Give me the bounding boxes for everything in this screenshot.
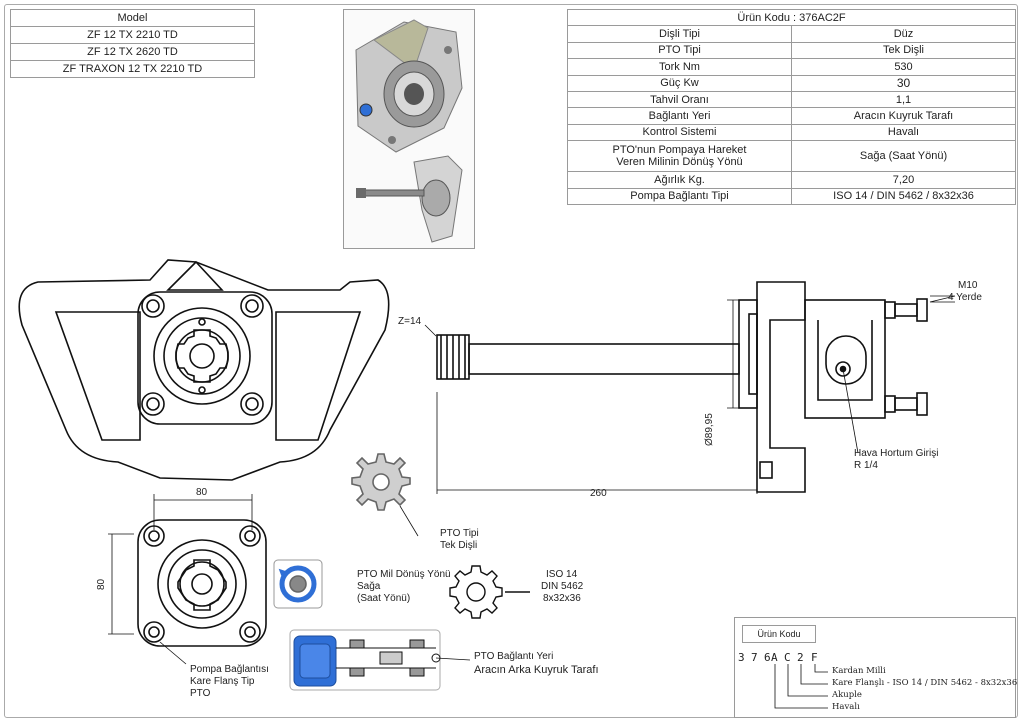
pto-side-view [436,281,928,493]
rotation-value: Sağa [357,581,381,592]
code-meaning-label: Akuple [832,690,862,700]
teeth-count-label: Z=14 [398,316,422,327]
sheet-border [4,4,1018,718]
product-code-header: Ürün Kodu [742,625,816,643]
rotation-direction-icon [273,559,323,609]
length-label: 260 [590,488,607,499]
code-char: 3 [738,651,745,664]
code-char: C [784,651,791,664]
code-char: F [811,651,818,664]
connection-place-value: Aracın Arka Kuyruk Tarafı [474,664,599,676]
spline-size-label: 8x32x36 [543,593,581,604]
air-inlet-label: Hava Hortum Girişi [854,448,939,459]
connection-place-label: PTO Bağlantı Yeri [474,651,554,662]
code-char: 7 [751,651,758,664]
air-inlet-size-label: R 1/4 [854,460,878,471]
pto-flange-view [137,519,267,647]
product-photo [343,9,475,249]
pump-connection-label: Pompa Bağlantısı [190,664,269,675]
bolt-count-label: 4 Yerde [948,292,982,303]
spec-value: Havalı [791,123,1016,142]
pto-shaft-image [356,155,463,243]
spec-label: Kontrol Sistemi [567,123,792,142]
code-meaning-label: Kardan Milli [832,666,886,676]
bolt-size-label: M10 [958,280,978,291]
truck-top-view-icon [289,629,471,691]
spec-label: PTO'nun Pompaya Hareket Veren Milinin Dö… [567,140,792,173]
spline-gear-icon [449,565,530,619]
pto-type-label: PTO Tipi [440,528,479,539]
flange-width-label: 80 [196,487,208,498]
iso-label: ISO 14 [546,569,578,580]
code-char: A [771,651,778,664]
single-gear-icon [351,453,411,511]
code-meaning-label: Havalı [832,702,860,712]
pump-pto-label: PTO [190,688,211,699]
rotation-label: PTO Mil Dönüş Yönü [357,569,451,580]
code-legend-lines [774,664,828,709]
pto-housing-image [355,19,463,153]
dimension-lines [108,295,956,665]
spec-value: ISO 14 / DIN 5462 / 8x32x36 [791,187,1016,205]
model-table: Model ZF 12 TX 2210 TD ZF 12 TX 2620 TD … [10,9,255,78]
spec-label: Pompa Bağlantı Tipi [567,187,792,205]
din-label: DIN 5462 [541,581,584,592]
code-char: 2 [797,651,804,664]
code-meaning-label: Kare Flanşlı - ISO 14 / DIN 5462 - 8x32x… [832,678,1018,688]
pump-flange-label: Kare Flanş Tip [190,676,255,687]
flange-height-label: 80 [96,578,107,590]
spec-label: Ağırlık Kg. [567,171,792,189]
diameter-label: Ø89,95 [704,413,715,446]
spec-value: 7,20 [791,171,1016,189]
product-code-legend [734,617,1016,718]
model-row: ZF TRAXON 12 TX 2210 TD [10,60,255,78]
code-char: 6 [764,651,771,664]
pto-type-value: Tek Dişli [440,540,478,551]
model-row: ZF 12 TX 2210 TD [10,26,255,44]
pto-front-view [18,259,390,481]
rotation-detail: (Saat Yönü) [357,593,411,604]
